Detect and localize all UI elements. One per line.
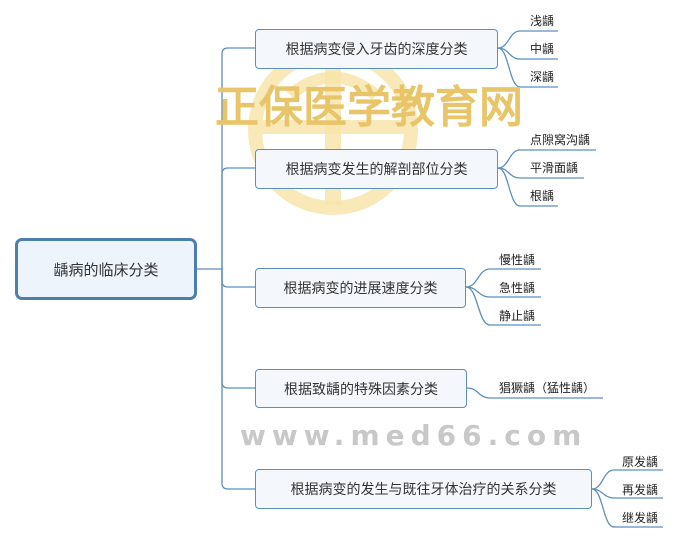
watermark-brand: 正保医学教育网	[215, 82, 523, 133]
leaf-primary[interactable]: 原发龋	[622, 455, 659, 469]
leaf-smooth-surface[interactable]: 平滑面龋	[530, 161, 579, 175]
watermark-url: www.med66.com	[240, 419, 588, 452]
leaf-acute[interactable]: 急性龋	[499, 281, 536, 295]
branch-connector	[221, 269, 255, 490]
leaf-connector	[591, 469, 663, 490]
branch-connector	[221, 269, 255, 288]
leaf-connector	[591, 488, 663, 499]
branch-special-factor[interactable]: 根据致龋的特殊因素分类	[255, 369, 467, 408]
leaf-root[interactable]: 根龋	[530, 189, 555, 203]
leaf-connector	[465, 286, 541, 326]
leaf-connector	[466, 387, 603, 399]
leaf-connector	[465, 268, 541, 288]
leaf-connector	[497, 47, 558, 88]
branch-depth[interactable]: 根据病变侵入牙齿的深度分类	[255, 29, 498, 69]
branch-connector	[221, 167, 255, 269]
root-node[interactable]: 龋病的临床分类	[15, 238, 197, 300]
leaf-medium[interactable]: 中龋	[530, 42, 555, 56]
leaf-connector	[497, 30, 558, 49]
leaf-arrested[interactable]: 静止龋	[499, 309, 536, 323]
leaf-secondary[interactable]: 继发龋	[622, 511, 659, 525]
leaf-connector	[497, 167, 558, 207]
leaf-deep[interactable]: 深龋	[530, 70, 555, 84]
leaf-rampant[interactable]: 猖獗龋（猛性龋）	[499, 381, 596, 395]
branch-connector	[221, 47, 255, 269]
leaf-shallow[interactable]: 浅龋	[530, 14, 555, 28]
branch-anatomy[interactable]: 根据病变发生的解剖部位分类	[255, 149, 498, 189]
branch-speed[interactable]: 根据病变的进展速度分类	[255, 268, 466, 308]
leaf-connector	[497, 149, 596, 169]
branch-treatment-relation[interactable]: 根据病变的发生与既往牙体治疗的关系分类	[255, 469, 592, 509]
leaf-recurrent[interactable]: 再发龋	[622, 483, 659, 497]
leaf-pit-fissure[interactable]: 点隙窝沟龋	[530, 133, 591, 147]
leaf-chronic[interactable]: 慢性龋	[499, 253, 536, 267]
leaf-connector	[591, 488, 663, 528]
